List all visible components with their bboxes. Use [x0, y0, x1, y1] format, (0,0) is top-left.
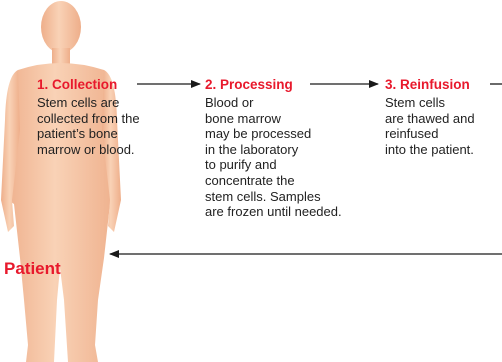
step-collection-text: Stem cells are collected from the patien…: [37, 95, 140, 157]
patient-label: Patient: [4, 259, 61, 279]
step-reinfusion-title: 3. Reinfusion: [385, 77, 470, 93]
step-collection-title: 1. Collection: [37, 77, 117, 93]
step-reinfusion-text: Stem cells are thawed and reinfused into…: [385, 95, 475, 157]
step-processing-text: Blood or bone marrow may be processed in…: [205, 95, 342, 220]
step-processing-title: 2. Processing: [205, 77, 293, 93]
patient-body-figure: [1, 1, 121, 362]
